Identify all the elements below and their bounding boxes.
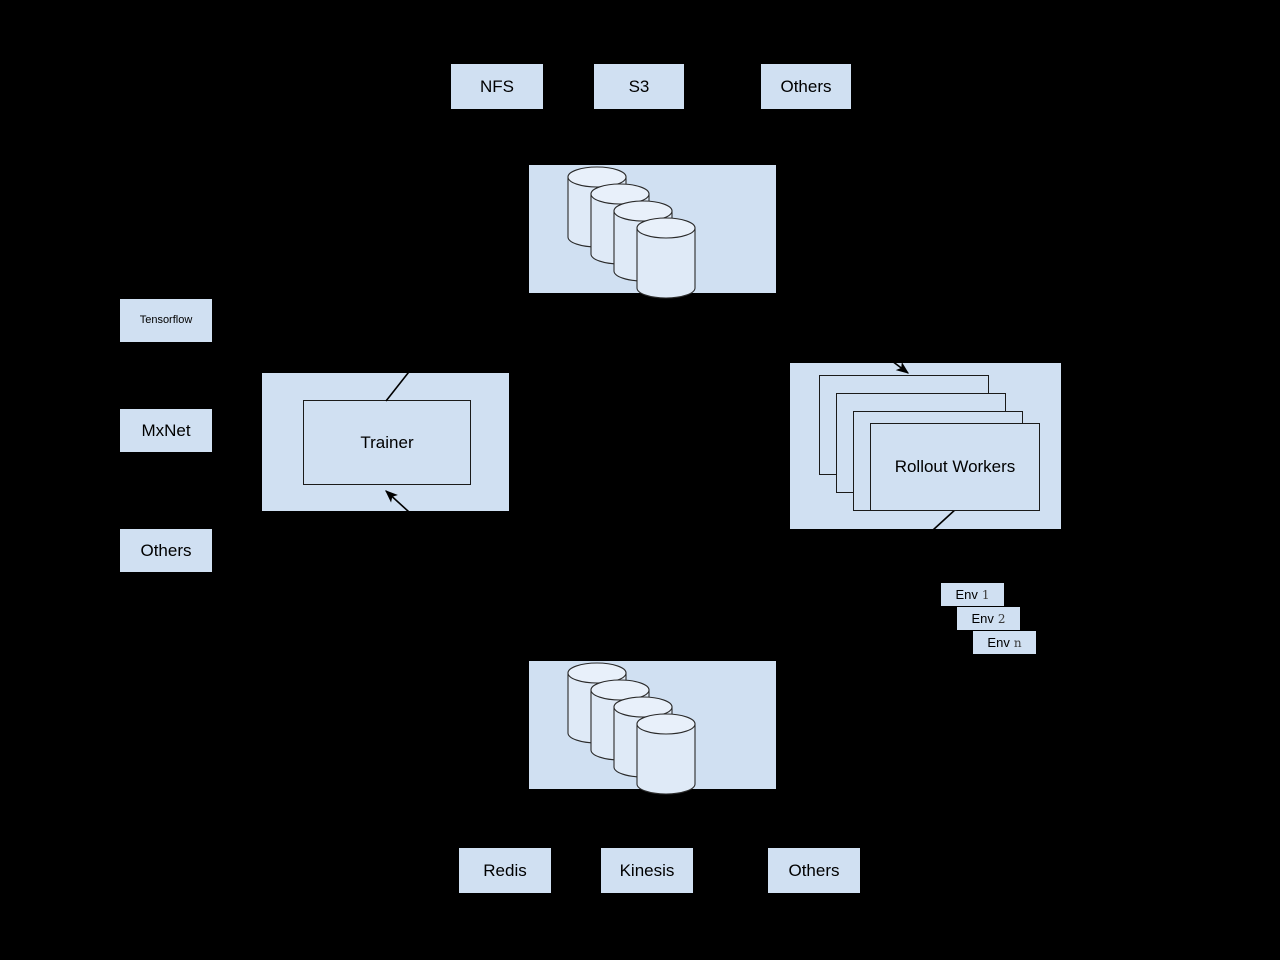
chip-label: Kinesis xyxy=(619,861,675,880)
database-cylinder-icon xyxy=(636,217,696,299)
chip-label: Others xyxy=(780,77,832,96)
storage-backend-s3[interactable]: S3 xyxy=(594,64,684,109)
storage-backend-others[interactable]: Others xyxy=(761,64,851,109)
chip-label: Tensorflow xyxy=(139,314,193,326)
chip-label: Others xyxy=(788,861,840,880)
trainer-box[interactable]: Trainer xyxy=(303,400,471,485)
trainer-label: Trainer xyxy=(360,432,414,452)
database-cylinder-icon xyxy=(636,713,696,795)
rollout-worker-card-front[interactable]: Rollout Workers xyxy=(870,423,1040,511)
environment-label: Env xyxy=(987,635,1010,650)
chip-label: Redis xyxy=(483,861,527,880)
rollout-workers-label: Rollout Workers xyxy=(894,457,1016,476)
queue-backend-redis[interactable]: Redis xyxy=(459,848,551,893)
replay-store-panel xyxy=(529,661,776,795)
environment-label: Env xyxy=(971,611,994,626)
chip-label: NFS xyxy=(480,77,514,96)
environment-index: 2 xyxy=(997,611,1006,626)
framework-others[interactable]: Others xyxy=(120,529,212,572)
queue-backend-kinesis[interactable]: Kinesis xyxy=(601,848,693,893)
chip-label: S3 xyxy=(628,77,650,96)
storage-backend-nfs[interactable]: NFS xyxy=(451,64,543,109)
chip-label: Others xyxy=(140,541,192,560)
model-store-panel xyxy=(529,165,776,299)
queue-backend-others[interactable]: Others xyxy=(768,848,860,893)
replay-store-cylinders xyxy=(567,662,696,795)
environment-index: n xyxy=(1013,635,1022,650)
environment-index: 1 xyxy=(981,587,990,602)
chip-label: MxNet xyxy=(141,421,191,440)
model-store-cylinders xyxy=(567,166,696,299)
framework-mxnet[interactable]: MxNet xyxy=(120,409,212,452)
framework-tensorflow[interactable]: Tensorflow xyxy=(120,299,212,342)
environment-label: Env xyxy=(955,587,978,602)
